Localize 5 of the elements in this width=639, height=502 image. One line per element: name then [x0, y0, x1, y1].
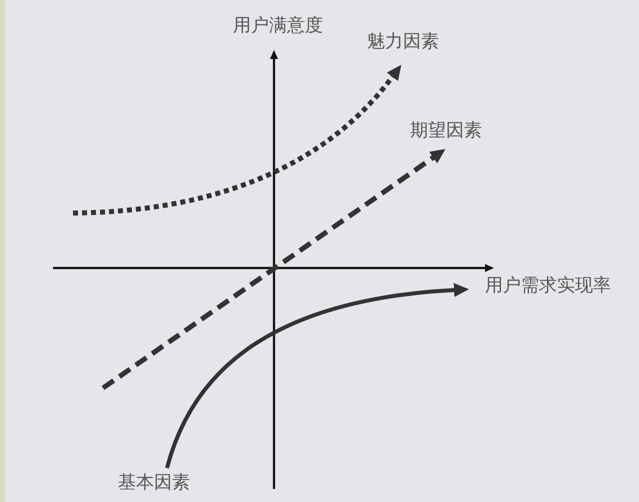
curve-label: 基本因素 — [118, 474, 190, 492]
axis-label: 用户需求实现率 — [485, 277, 611, 295]
axis-label: 用户满意度 — [233, 17, 323, 35]
curve-label: 魅力因素 — [367, 33, 439, 51]
curve-label: 期望因素 — [410, 122, 482, 140]
